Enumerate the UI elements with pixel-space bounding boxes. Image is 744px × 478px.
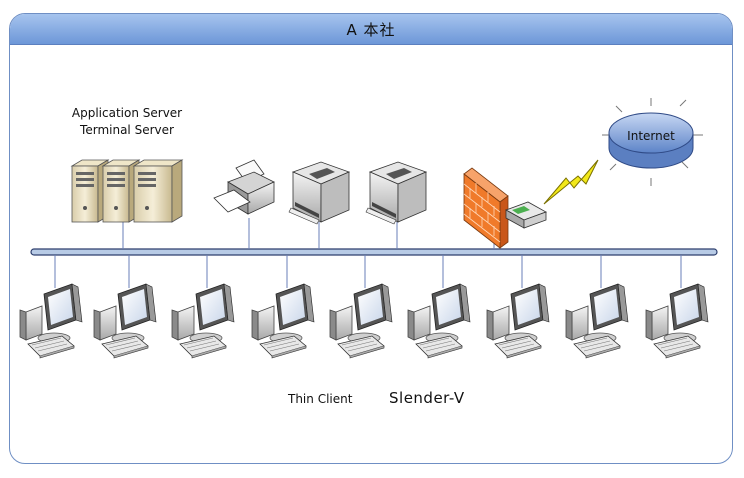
firewall-icon bbox=[463, 167, 509, 249]
workstation-icon bbox=[171, 283, 235, 359]
server-label-line2: Terminal Server bbox=[80, 123, 174, 137]
workstation-icon bbox=[251, 283, 315, 359]
internet-label: Internet bbox=[627, 129, 675, 143]
internet-cloud-icon bbox=[602, 98, 703, 186]
lightning-icon bbox=[543, 159, 599, 205]
workstation-icon bbox=[645, 283, 709, 359]
page-title: A 本社 bbox=[10, 14, 732, 45]
server-icon bbox=[70, 159, 184, 223]
laser-printer-icon bbox=[288, 161, 351, 225]
workstation-icon bbox=[93, 283, 157, 359]
workstation-icon bbox=[407, 283, 471, 359]
server-label: Application Server Terminal Server bbox=[52, 105, 202, 139]
thin-client-label: Thin Client bbox=[288, 392, 353, 406]
workstation-icon bbox=[329, 283, 393, 359]
server-label-line1: Application Server bbox=[71, 106, 183, 120]
workstation-icon bbox=[565, 283, 629, 359]
product-name-label: Slender-V bbox=[389, 389, 465, 407]
network-backbone bbox=[30, 248, 718, 256]
router-icon bbox=[505, 201, 547, 229]
workstation-icon bbox=[486, 283, 550, 359]
printer-icon bbox=[213, 159, 275, 215]
laser-printer-icon bbox=[365, 161, 428, 225]
diagram-frame: A 本社 bbox=[9, 13, 733, 464]
workstation-icon bbox=[19, 283, 83, 359]
